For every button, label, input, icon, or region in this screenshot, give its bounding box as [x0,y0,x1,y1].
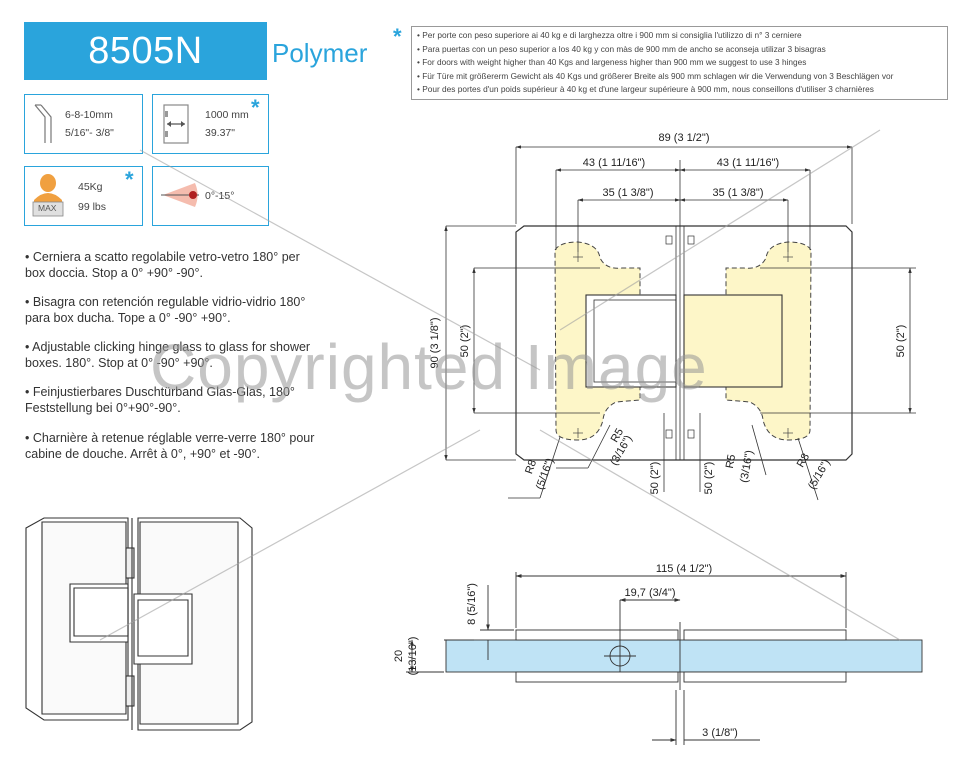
star-icon: * [251,95,260,120]
dim-inner-right: 35 (1 3/8") [713,187,764,199]
dim-r5-right-in: (3/16") [738,449,755,483]
dim-inner-left: 35 (1 3/8") [603,187,654,199]
dim-side-gap: 3 (1/8") [702,727,738,739]
max-label: MAX [38,203,57,213]
dim-total-width: 89 (3 1/2") [659,132,710,144]
dim-bottom-left: 50 (2") [649,462,661,495]
door-width-icon [163,104,189,144]
weight-lbs: 99 lbs [78,201,107,213]
dim-side-top: 8 (5/16") [466,583,478,625]
dim-side-offset: 19,7 (3/4") [625,587,676,599]
model-title: 8505N [24,22,267,80]
glass-thickness-in: 5/16"- 3/8" [65,127,114,139]
note-fr: • Pour des portes d'un poids supérieur à… [417,84,874,94]
watermark-text: Copyrighted Image [150,331,708,403]
spec-door-width: 1000 mm 39.37" * [152,94,269,154]
dim-side-total: 115 (4 1/2") [656,563,712,575]
dim-cut-right: 50 (2") [895,325,907,358]
note-en: • For doors with weight higher than 40 K… [417,57,807,67]
dim-r5-right: R5 [724,454,738,470]
door-width-mm: 1000 mm [205,109,249,121]
star-icon: * [393,24,402,49]
side-glass-panel [445,639,923,673]
description-de: • Feinjustierbares Duschtürband Glas-Gla… [25,385,295,415]
weight-kg: 45Kg [78,181,103,193]
star-icon: * [125,167,134,192]
dim-side-thick-in: (13/16") [407,637,419,676]
dim-side-thick: 20 [393,650,405,662]
note-de: • Für Türe mit größererm Gewicht als 40 … [417,70,894,81]
material-label: Polymer [272,38,368,68]
dim-bottom-right: 50 (2") [703,462,715,495]
dim-r8-right: R8 [795,451,812,469]
glass-thickness-icon [34,104,52,143]
note-es: • Para puertas con un peso superior a lo… [417,43,826,54]
notes-box: • Per porte con peso superiore ai 40 kg … [411,26,948,100]
dim-half-right: 43 (1 11/16") [717,157,779,169]
dim-half-left: 43 (1 11/16") [583,157,645,169]
door-width-in: 39.37" [205,127,236,139]
product-photo [25,517,253,731]
dim-r8-left: R8 [523,458,539,475]
spec-glass-thickness: 6-8-10mm 5/16"- 3/8" [24,94,143,154]
weight-icon [32,174,64,217]
glass-thickness-mm: 6-8-10mm [65,109,113,121]
spec-weight: MAX 45Kg 99 lbs * [24,166,143,226]
note-it: • Per porte con peso superiore ai 40 kg … [417,30,802,40]
